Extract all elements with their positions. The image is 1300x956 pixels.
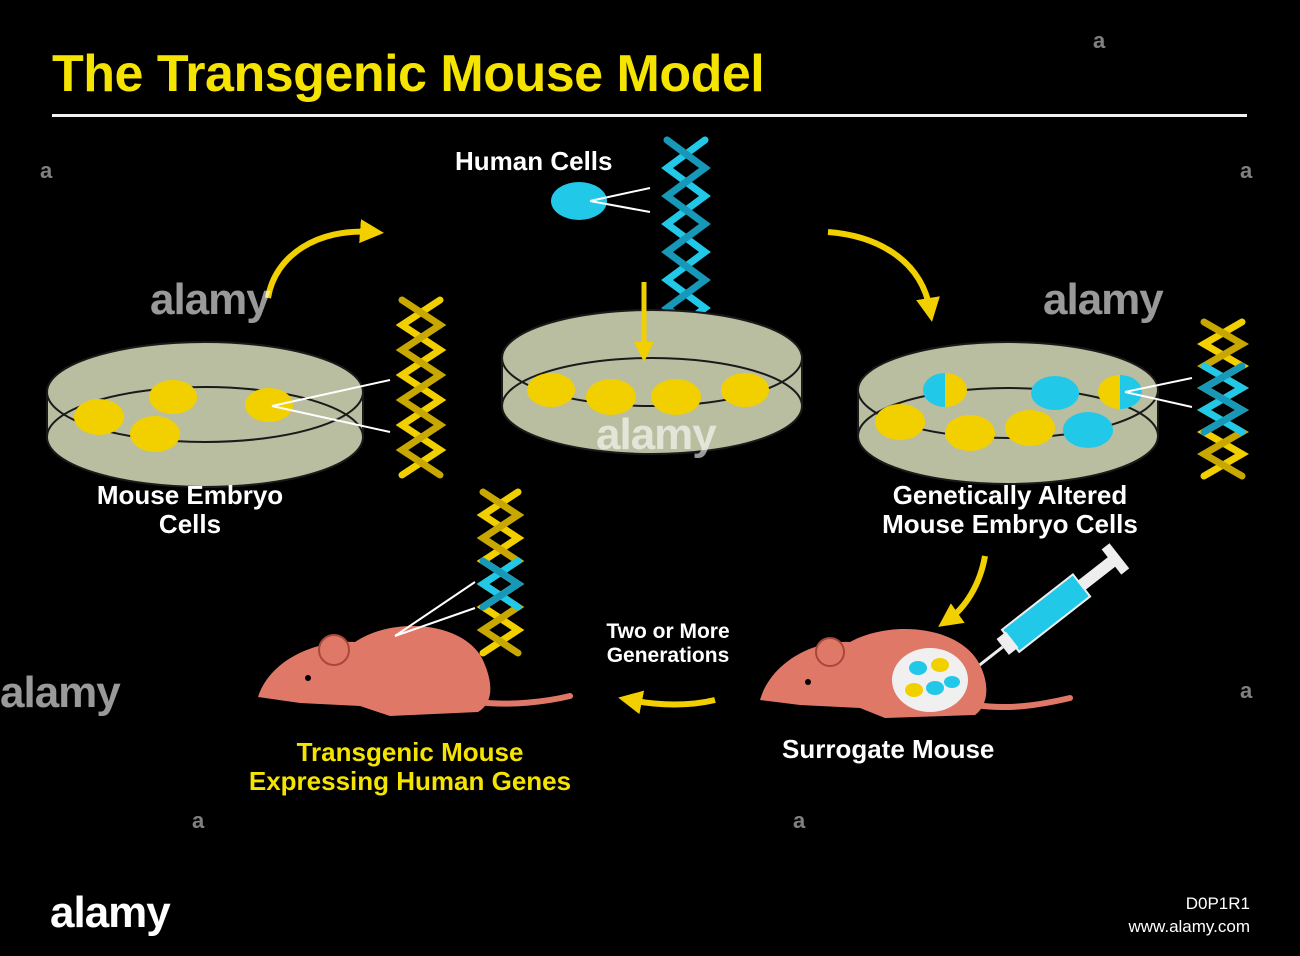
pointer-lines	[1124, 377, 1193, 408]
watermark-brand: alamy	[596, 410, 717, 459]
watermark-mark: a	[1240, 158, 1253, 183]
pointer-lines	[271, 379, 391, 433]
human-cell-icon	[551, 182, 607, 220]
watermark-mark: a	[1240, 678, 1253, 703]
watermark-brand: alamy	[1043, 275, 1164, 324]
arrow-icon	[827, 229, 940, 322]
pointer-lines	[394, 581, 476, 637]
dna-helix-icon	[661, 136, 711, 340]
genetically-altered-label: Genetically Altered Mouse Embryo Cells	[882, 480, 1138, 540]
arrow-icon	[938, 555, 988, 627]
title-divider	[52, 114, 1247, 117]
dna-helix-icon	[1197, 318, 1249, 480]
page-title: The Transgenic Mouse Model	[52, 45, 765, 103]
watermark-brand: alamy	[0, 668, 121, 717]
pointer-lines	[589, 187, 651, 213]
mouse-embryo-cells	[74, 380, 293, 452]
mouse-icon	[760, 629, 1073, 718]
human-cells-label: Human Cells	[455, 146, 613, 176]
dna-helix-icon	[476, 488, 525, 657]
mouse-embryo-cells-label: Mouse Embryo Cells	[96, 480, 284, 540]
arrow-icon	[265, 219, 384, 299]
arrow-icon	[618, 690, 716, 715]
mouse-embryo-cells	[527, 373, 769, 415]
altered-embryo-cells	[875, 373, 1142, 451]
watermark-mark: a	[40, 158, 53, 183]
transgenic-mouse-label: Transgenic Mouse Expressing Human Genes	[248, 737, 572, 797]
mouse-icon	[258, 626, 573, 716]
dna-helix-icon	[395, 296, 447, 479]
watermark-mark: a	[793, 808, 806, 833]
two-or-more-generations-label: Two or More Generations	[606, 620, 730, 667]
implanted-cells	[905, 658, 960, 697]
watermark-mark: a	[192, 808, 205, 833]
watermark-logo: alamy	[50, 888, 171, 937]
watermark-id: D0P1R1 www.alamy.com	[1128, 894, 1250, 936]
watermark-brand: alamy	[150, 275, 271, 324]
watermark-mark: a	[1093, 28, 1106, 53]
surrogate-mouse-label: Surrogate Mouse	[782, 734, 995, 764]
